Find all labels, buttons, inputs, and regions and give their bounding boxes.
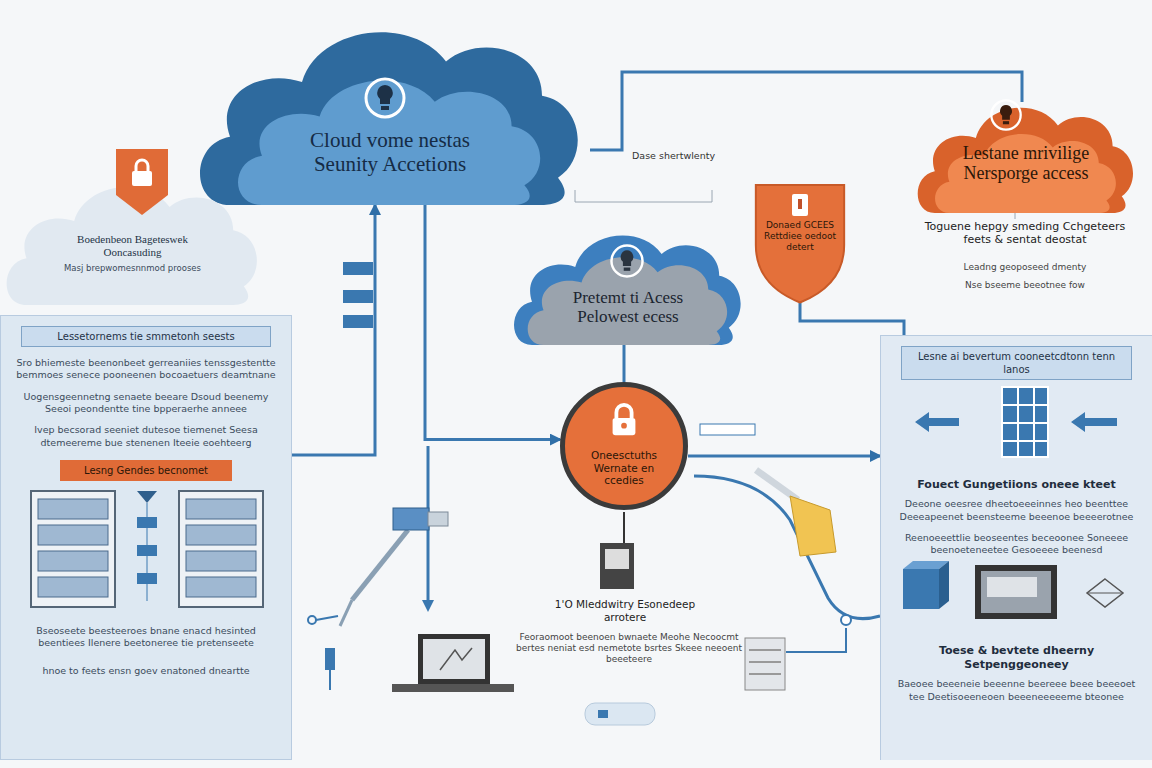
camera-device [340, 508, 448, 626]
cloud-shape [514, 235, 741, 345]
node-title: Pretemt ti Acess Pelowest ecess [543, 289, 713, 326]
grid-icon [895, 384, 1139, 464]
node-text: Sro bhiemeste beenonbeet gerreaniies ten… [15, 357, 277, 382]
info-panel: Lessetornems tie smmetonh seestsSro bhie… [0, 315, 292, 760]
node-title: Lestane mrivilige Nersporge access [936, 144, 1116, 184]
node-text: Uogensgeennetng senaete beeare Dsoud bee… [15, 391, 277, 416]
bulb-icon [609, 243, 645, 279]
free-label: Nse bseeme beeotnee fow [918, 280, 1132, 291]
tag-bar [343, 262, 373, 275]
connector [623, 343, 626, 382]
button-shape [585, 703, 655, 725]
free-label: Leadng geoposeed dmenty [918, 262, 1132, 273]
tag-icon [116, 149, 168, 215]
node-text: Reenoeeettlie beoseentes beceoonee Sonee… [895, 532, 1138, 557]
cloud-shape [238, 81, 540, 205]
node-title: Donaed GCEES Rettdiee oedoot detert [763, 220, 837, 252]
node-title: Lesng Gendes becnomet [84, 464, 208, 477]
tag-bar [343, 315, 373, 328]
cloud-shape [528, 257, 727, 345]
wire [786, 628, 846, 652]
node-title: Cloud vome nestas Seunity Accetions [285, 128, 495, 176]
pipe [694, 476, 880, 619]
node-title: Boedenbeon Bageteswek Ooncasuding [68, 233, 198, 259]
figure [308, 616, 338, 690]
pipe-tip [422, 600, 434, 612]
terminal-device [600, 543, 634, 589]
icon [895, 384, 1139, 464]
connector [292, 205, 375, 455]
node-title: Oneesctuths Wernate en ccedies [580, 449, 668, 487]
button-mark [598, 710, 608, 718]
server-box [745, 638, 785, 690]
cloud-node: Boedenbeon Bageteswek OoncasudingMasj br… [0, 165, 265, 305]
joint [841, 615, 851, 625]
bulb-icon [989, 98, 1023, 132]
rack-icons [17, 489, 277, 611]
cloud-shape [200, 32, 578, 205]
free-label: 1'O Mleddwitry Esonedeep arrotere [540, 598, 710, 623]
node-text: Masj brepwomesnnmod prooses [64, 263, 201, 273]
node-text: Ivep becsorad seeniet dutesoe tiemenet S… [15, 424, 277, 449]
bulb-icon [363, 76, 407, 120]
info-panel: Lesne ai bevertum cooneetcdtonn tenn lan… [880, 335, 1152, 760]
connector-block [700, 424, 755, 435]
shield-shape [756, 185, 844, 303]
hub-circle: Oneesctuths Wernate en ccedies [560, 382, 688, 510]
free-label: Feoraomoot beenoen bwnaete Meohe Necoocm… [515, 632, 743, 664]
connector [800, 303, 904, 335]
icon [363, 76, 407, 120]
laptop [392, 634, 514, 692]
tag-bar [343, 290, 373, 303]
icon [609, 243, 645, 279]
cloud-node: Cloud vome nestas Seunity Accetions [190, 0, 590, 205]
lock-icon [605, 401, 643, 439]
device-icons [895, 559, 1139, 629]
thin-line [575, 190, 712, 202]
decor-lines [428, 190, 1015, 652]
free-label: Toguene hepgy smeding Cchgeteers feets &… [918, 220, 1132, 246]
free-label: Dase shertwlenty [632, 150, 772, 161]
cloud-shape [918, 108, 1133, 213]
node-text: Baeoee beeeneie beeenne beereee beee bee… [895, 678, 1138, 703]
node-text: Bseoseete beesteeroes bnane enacd hesint… [15, 625, 277, 650]
shield-node: Donaed GCEES Rettdiee oedoot detert [752, 180, 848, 305]
cloud-shape [935, 134, 1116, 213]
connector [688, 455, 880, 458]
node-text: Fouect Gungetiions oneee kteet [895, 478, 1138, 492]
cloud-node: Pretemt ti Acess Pelowest ecess [508, 215, 748, 345]
node-text: Toese & bevtete dheerny Setpenggeoneey [895, 644, 1138, 673]
icon [17, 489, 277, 611]
wire [623, 512, 625, 543]
badge-icon [790, 192, 810, 218]
yellow-device [756, 470, 836, 556]
node-text: Deeone oeesree dheetoeeeinnes heo beentt… [895, 498, 1138, 523]
node-title: Lessetornems tie smmetonh seests [21, 326, 271, 347]
icon [605, 401, 643, 439]
icon [895, 559, 1139, 629]
thin-line [1015, 212, 1016, 219]
icon [989, 98, 1023, 132]
node-text: hnoe to feets ensn goev enatoned dneartt… [15, 665, 277, 677]
node-title: Lesne ai bevertum cooneetcdtonn tenn lan… [901, 346, 1132, 380]
orange-band: Lesng Gendes becnomet [60, 460, 232, 481]
icon [116, 149, 168, 215]
icon [790, 192, 810, 218]
cloud-node: Lestane mrivilige Nersporge access [912, 88, 1140, 213]
